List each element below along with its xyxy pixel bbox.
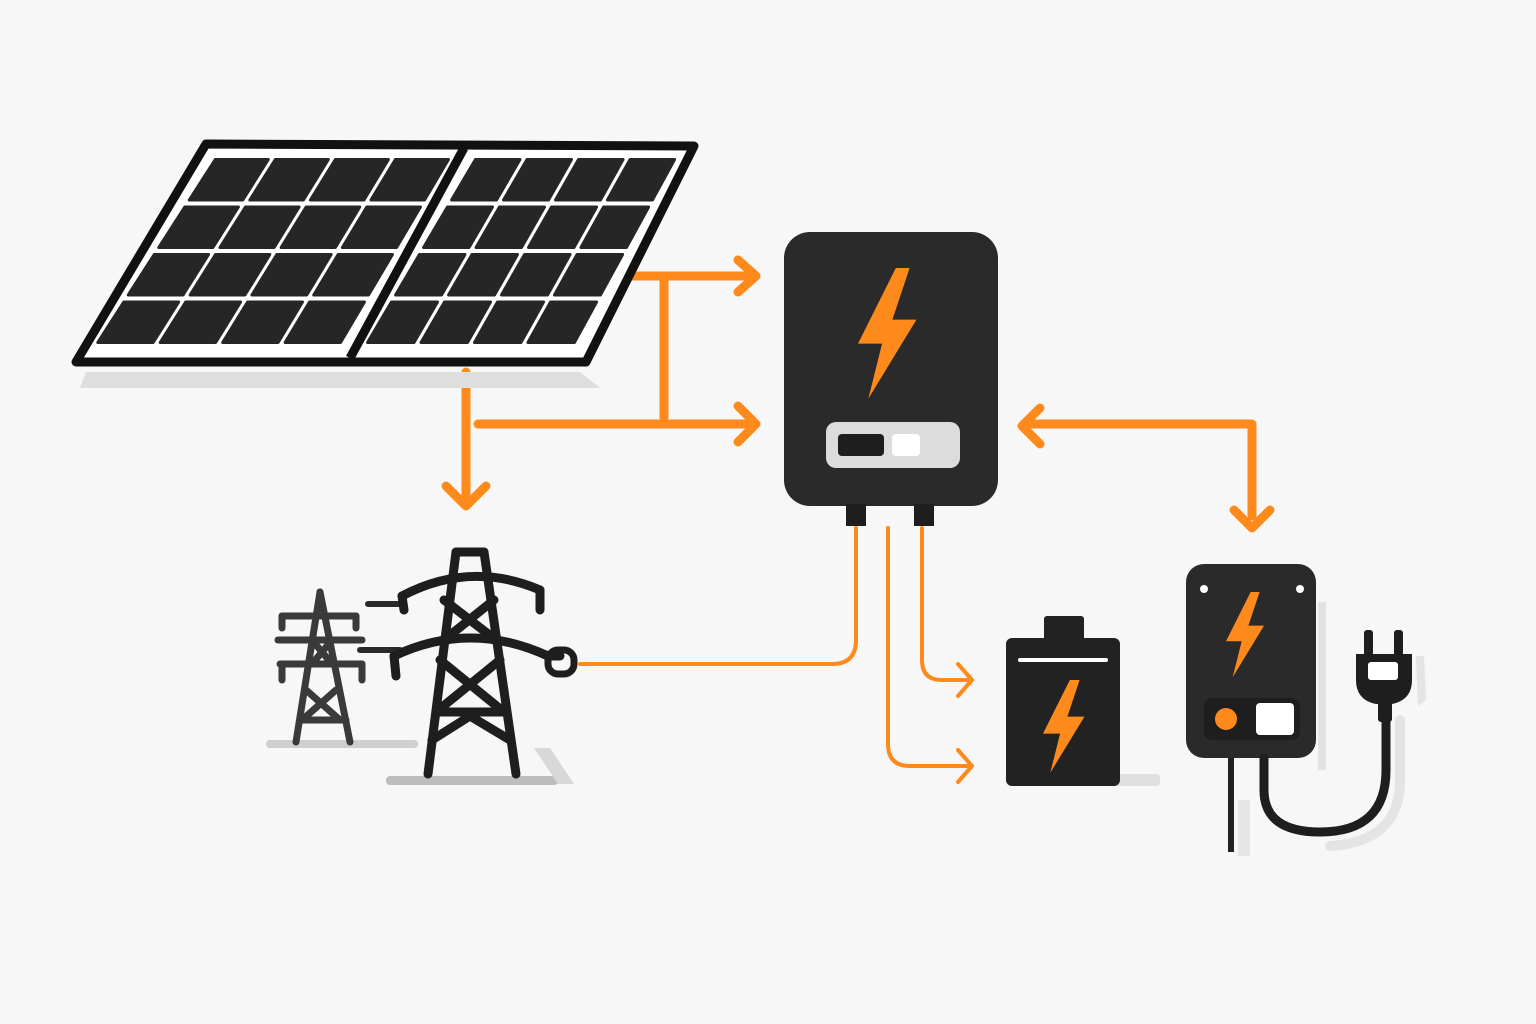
battery bbox=[1006, 616, 1160, 786]
inverter-display-left bbox=[838, 434, 884, 456]
flow-arrows bbox=[441, 255, 1275, 784]
solar-cell bbox=[218, 205, 301, 249]
solar-cell bbox=[605, 158, 677, 202]
ev-charger bbox=[1186, 564, 1426, 856]
solar-cell bbox=[450, 158, 522, 202]
solar-cell bbox=[308, 158, 390, 202]
solar-cell bbox=[248, 158, 330, 202]
charger-screen bbox=[1256, 703, 1294, 735]
inverter-port-left bbox=[846, 504, 866, 526]
inverter-display-right bbox=[892, 434, 920, 456]
ground-shadow-edge bbox=[534, 748, 574, 784]
solar-cell bbox=[187, 158, 270, 202]
solar-cell bbox=[499, 253, 572, 297]
solar-cell bbox=[96, 300, 181, 344]
charger-cable bbox=[1259, 713, 1391, 837]
solar-panel-shadow bbox=[80, 372, 600, 388]
charger-pole-shadow bbox=[1238, 800, 1250, 856]
solar-cell bbox=[502, 158, 574, 202]
solar-cell bbox=[283, 300, 366, 344]
solar-cell bbox=[447, 253, 520, 297]
line-inverter-to-battery bbox=[886, 526, 974, 784]
solar-cell bbox=[312, 253, 394, 297]
solar-cell bbox=[188, 253, 272, 297]
charger-screw-left bbox=[1200, 585, 1208, 593]
solar-cell bbox=[552, 253, 625, 297]
solar-cell bbox=[366, 300, 439, 344]
transmission-tower-small-icon bbox=[274, 588, 366, 746]
solar-cell bbox=[394, 253, 467, 297]
ground-shadow-large bbox=[386, 776, 558, 785]
arrow-solar-to-inverter-bottom bbox=[473, 401, 761, 447]
charger-screw-right bbox=[1296, 585, 1304, 593]
solar-cell bbox=[422, 205, 494, 249]
charger-cable-shadow bbox=[1325, 715, 1405, 851]
solar-cell bbox=[221, 300, 305, 344]
charger-indicator-light bbox=[1215, 708, 1237, 730]
inverter bbox=[784, 232, 998, 526]
solar-cell bbox=[250, 253, 333, 297]
power-grid bbox=[266, 547, 578, 785]
solar-cell bbox=[126, 253, 211, 297]
charger-shadow bbox=[1318, 602, 1326, 770]
solar-cell bbox=[369, 158, 450, 202]
solar-cell bbox=[553, 158, 625, 202]
inverter-port-right bbox=[914, 504, 934, 526]
arrow-solar-to-inverter-top bbox=[605, 255, 761, 423]
battery-terminal bbox=[1044, 616, 1084, 642]
solar-cell bbox=[526, 205, 599, 249]
tower-connector bbox=[357, 601, 405, 653]
solar-panel bbox=[71, 139, 699, 388]
solar-cell bbox=[279, 205, 362, 249]
charger-pole bbox=[1228, 758, 1234, 852]
solar-cell bbox=[474, 205, 547, 249]
solar-cell bbox=[158, 300, 243, 344]
solar-cell bbox=[157, 205, 240, 249]
solar-cell bbox=[340, 205, 422, 249]
line-inverter-to-grid bbox=[578, 526, 858, 666]
solar-cell bbox=[472, 300, 546, 344]
arrow-solar-to-grid bbox=[441, 367, 491, 511]
solar-panel-divider bbox=[346, 145, 468, 361]
solar-cell bbox=[579, 205, 651, 249]
battery-shadow bbox=[1110, 774, 1160, 786]
solar-cells bbox=[96, 158, 677, 344]
solar-cell bbox=[526, 300, 599, 344]
transmission-tower-large-icon bbox=[389, 547, 578, 779]
ground-shadow-small bbox=[266, 740, 418, 748]
plug-icon bbox=[1356, 630, 1426, 722]
solar-cell bbox=[419, 300, 493, 344]
arrow-inverter-to-charger bbox=[1017, 403, 1275, 533]
